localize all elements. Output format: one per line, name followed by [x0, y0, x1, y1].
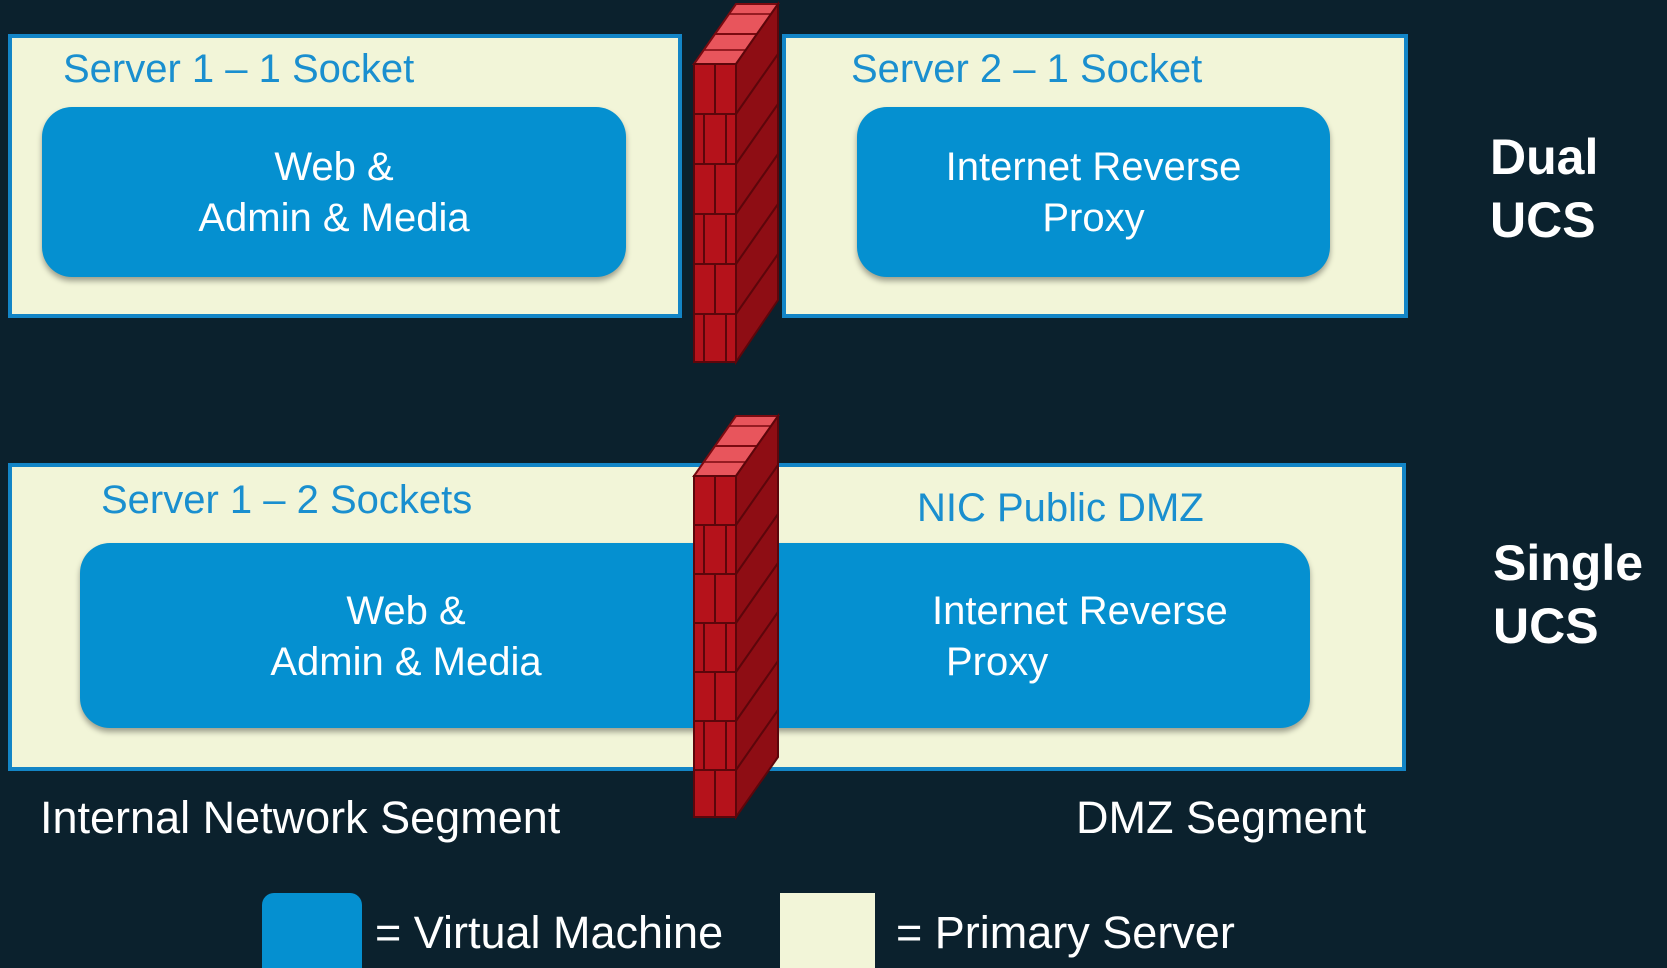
single-nic-label: NIC Public DMZ: [917, 486, 1204, 530]
legend-vm-label: = Virtual Machine: [375, 907, 724, 958]
legend-server-label: = Primary Server: [896, 907, 1235, 958]
internal-segment-label: Internal Network Segment: [40, 792, 561, 843]
dual-ucs-label: Dual UCS: [1490, 126, 1598, 252]
dual-vm1-line1: Web &: [274, 145, 394, 189]
dual-vm-web-admin-media-text: Web & Admin & Media: [42, 142, 626, 244]
firewall-top-icon: [692, 0, 780, 366]
dual-server-1-label: Server 1 – 1 Socket: [63, 47, 415, 91]
dual-ucs-line1: Dual: [1490, 129, 1599, 185]
dual-server-2-label: Server 2 – 1 Socket: [851, 47, 1203, 91]
single-vm-reverse-proxy-text: Internet Reverse Proxy: [932, 586, 1228, 688]
single-ucs-line2: UCS: [1493, 598, 1599, 654]
single-vm-web-admin-media-text: Web & Admin & Media: [200, 586, 612, 688]
dual-vm2-line2: Proxy: [1042, 196, 1145, 240]
dual-ucs-line2: UCS: [1490, 192, 1596, 248]
single-vm2-line2: Proxy: [946, 640, 1049, 684]
single-vm2-line1: Internet Reverse: [932, 589, 1228, 633]
single-ucs-line1: Single: [1493, 535, 1644, 591]
legend-vm-swatch: [262, 893, 362, 968]
single-vm1-line1: Web &: [346, 589, 466, 633]
single-vm1-line2: Admin & Media: [270, 640, 542, 684]
dual-vm-reverse-proxy: [857, 107, 1330, 277]
firewall-bottom-icon: [692, 412, 780, 821]
dual-vm2-line1: Internet Reverse: [945, 145, 1242, 189]
single-ucs-label: Single UCS: [1493, 532, 1643, 658]
dual-vm1-line2: Admin & Media: [198, 196, 470, 240]
legend-server-swatch: [780, 893, 875, 968]
single-server-label: Server 1 – 2 Sockets: [101, 478, 473, 522]
dual-vm-reverse-proxy-text: Internet Reverse Proxy: [857, 142, 1330, 244]
dmz-segment-label: DMZ Segment: [1076, 792, 1367, 843]
dual-vm-web-admin-media: [42, 107, 626, 277]
